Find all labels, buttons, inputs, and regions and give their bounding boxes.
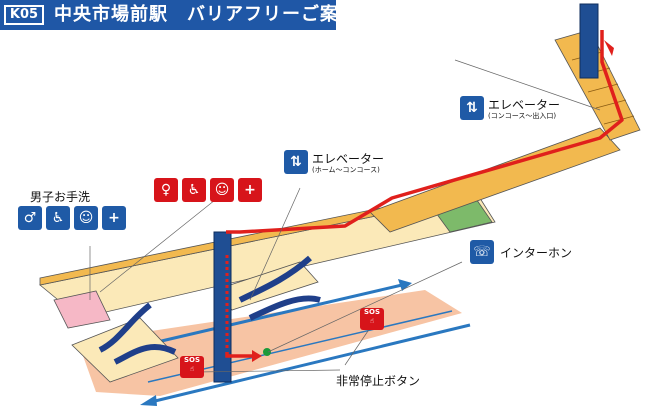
man-icon: ♂ [18, 206, 42, 230]
baby-care-icon: ☺ [210, 178, 234, 202]
intercom-label: インターホン [500, 246, 573, 260]
wheelchair-icon: ♿ [46, 206, 70, 230]
sos-button-icon: SOS☝ [360, 308, 384, 330]
elevator-lower-sublabel: (ホーム〜コンコース) [312, 166, 380, 174]
ostomate-icon: + [238, 178, 262, 202]
elevator-lower-label: エレベーター [312, 152, 385, 166]
sos-label: SOS [363, 308, 381, 316]
emergency-stop-label: 非常停止ボタン [336, 374, 421, 388]
title-bar: K05 中央市場前駅 バリアフリーご案内図 [0, 0, 376, 30]
baby-care-icon: ☺ [74, 206, 98, 230]
intercom-location [263, 348, 271, 356]
intercom-icon: ☏ [470, 240, 494, 264]
elevator-icon: ⇅ [284, 150, 308, 174]
route-arrow-head [252, 350, 262, 362]
accessible-route [226, 30, 624, 234]
platform-elevator [213, 231, 232, 383]
sos-label: SOS [183, 356, 201, 364]
sos-button-icon: SOS☝ [180, 356, 204, 378]
toilet-label: 男子お手洗 [30, 190, 91, 204]
track-arrow-upper [139, 279, 412, 348]
route-platform-arrow [225, 352, 258, 358]
route-exit-arrow-head [604, 40, 614, 56]
track-arrow-lower [140, 323, 471, 406]
page-title: 中央市場前駅 バリアフリーご案内図 [54, 4, 377, 25]
station-code: K05 [4, 5, 44, 25]
elevator-upper-sublabel: (コンコース〜出入口) [488, 112, 557, 120]
wheelchair-icon: ♿ [182, 178, 206, 202]
elevator-upper-label: エレベーター [488, 98, 561, 112]
exit-elevator [579, 3, 599, 79]
escalator-left [71, 302, 179, 383]
leader-lines [89, 59, 601, 373]
woman-icon: ♀ [154, 178, 178, 202]
ostomate-icon: + [102, 206, 126, 230]
toilet-area [53, 290, 111, 329]
elevator-icon: ⇅ [460, 96, 484, 120]
upper-corridor [369, 127, 621, 233]
